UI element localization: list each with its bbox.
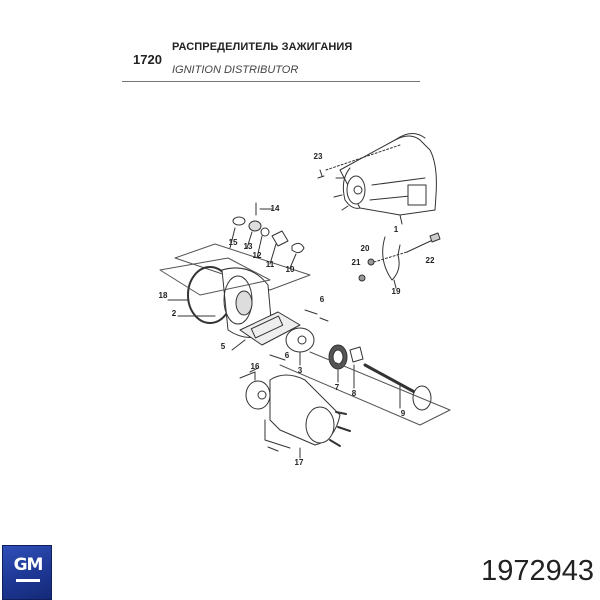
section-number: 1720	[133, 52, 162, 67]
callout-19: 19	[392, 287, 401, 296]
callout-21: 21	[352, 258, 361, 267]
callout-18: 18	[159, 291, 168, 300]
module-part-5	[231, 311, 301, 351]
housing-part-2	[159, 257, 273, 338]
callout-8: 8	[352, 389, 357, 398]
callout-6: 6	[285, 351, 290, 360]
gm-logo-text: GM	[13, 555, 44, 575]
part-number: 1972943	[481, 555, 594, 587]
callout-3: 3	[298, 366, 303, 375]
gm-logo-underline	[16, 579, 40, 582]
callout-23: 23	[314, 152, 323, 161]
callout-20: 20	[361, 244, 370, 253]
screw-part-23	[317, 169, 325, 179]
callout-5: 5	[221, 342, 226, 351]
callout-17: 17	[295, 458, 304, 467]
distributor-body-part-17	[239, 367, 351, 459]
callout-7: 7	[335, 383, 340, 392]
catalog-header: 1720 РАСПРЕДЕЛИТЕЛЬ ЗАЖИГАНИЯ IGNITION D…	[0, 0, 600, 90]
distributor-cap-part-1	[333, 133, 437, 225]
callout-6: 6	[320, 295, 325, 304]
callout-15: 15	[229, 238, 238, 247]
gm-logo: GM	[2, 545, 52, 600]
callout-13: 13	[244, 242, 253, 251]
callout-11: 11	[266, 260, 275, 269]
fork-parts-19-22	[358, 232, 441, 289]
callout-22: 22	[426, 256, 435, 265]
section-title-english: IGNITION DISTRIBUTOR	[172, 64, 299, 76]
callout-12: 12	[253, 251, 262, 260]
pole-piece-part-3	[269, 309, 329, 366]
callout-14: 14	[271, 204, 280, 213]
callout-2: 2	[172, 309, 177, 318]
callout-1: 1	[394, 225, 399, 234]
section-title-russian: РАСПРЕДЕЛИТЕЛЬ ЗАЖИГАНИЯ	[172, 41, 353, 53]
callout-9: 9	[401, 409, 406, 418]
callout-10: 10	[286, 265, 295, 274]
header-divider	[122, 81, 420, 82]
shaft-parts-7-9	[279, 344, 451, 426]
callout-16: 16	[251, 362, 260, 371]
